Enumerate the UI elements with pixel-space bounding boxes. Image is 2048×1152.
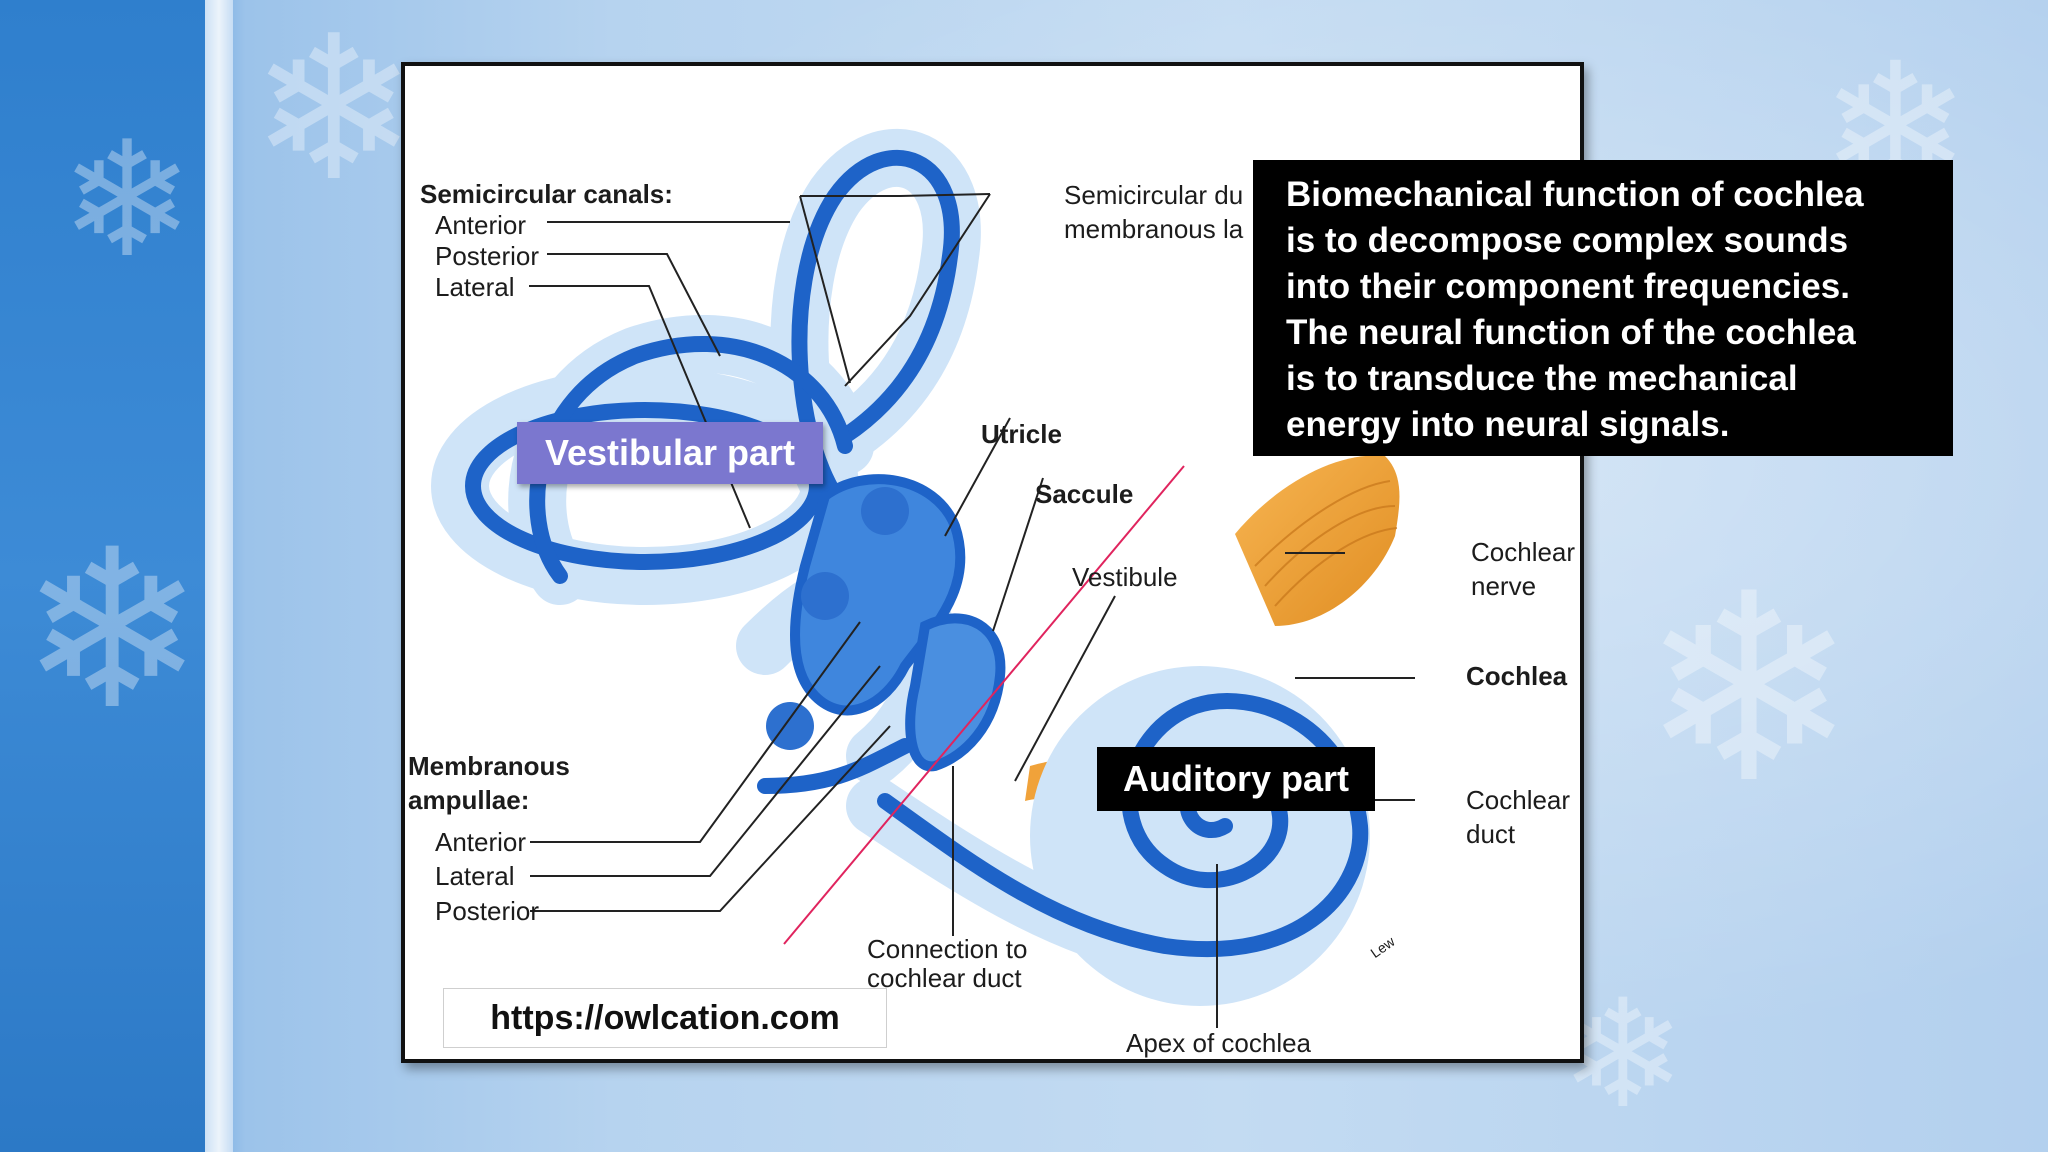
snowflake-icon: ❄: [20, 502, 205, 758]
background-left-band: [0, 0, 205, 1152]
label-semicircular-duct-1: Semicircular du: [1064, 180, 1244, 210]
label-canal-lateral: Lateral: [435, 272, 515, 302]
ampulla-lateral-shape: [801, 572, 849, 620]
label-canal-anterior: Anterior: [435, 210, 527, 240]
callout-line: Biomechanical function of cochlea: [1286, 175, 1864, 214]
label-utricle: Utricle: [981, 419, 1062, 449]
source-url: https://owlcation.com: [443, 988, 887, 1048]
cochlea-function-callout: Biomechanical function of cochlea is to …: [1253, 160, 1953, 456]
label-ampulla-anterior: Anterior: [435, 827, 527, 857]
utricle-saccule-body: [790, 474, 966, 716]
label-connection-1: Connection to: [867, 934, 1028, 964]
label-cochlea: Cochlea: [1466, 661, 1568, 691]
snowflake-icon: ❄: [1640, 539, 1858, 841]
cochlear-nerve-shape: [1235, 455, 1400, 626]
label-saccule: Saccule: [1035, 479, 1134, 509]
label-vestibule: Vestibule: [1072, 562, 1178, 592]
label-membranous-ampullae-1: Membranous: [408, 751, 570, 781]
ampulla-anterior-shape: [861, 487, 909, 535]
posterior-canal-duct: [529, 336, 853, 584]
inner-ear-diagram: Semicircular canals: Anterior Posterior …: [401, 62, 1584, 1063]
label-semicircular-canals: Semicircular canals:: [420, 179, 673, 209]
auditory-part-label: Auditory part: [1097, 747, 1375, 811]
label-membranous-ampullae-2: ampullae:: [408, 785, 530, 815]
anterior-canal-duct: [791, 149, 960, 534]
label-cochlear-duct-1: Cochlear: [1466, 785, 1571, 815]
background-light-stripe: [205, 0, 233, 1152]
saccule-shape: [905, 613, 1006, 772]
callout-line: into their component frequencies.: [1286, 267, 1850, 306]
callout-line: The neural function of the cochlea: [1286, 313, 1856, 352]
label-semicircular-duct-2: membranous la: [1064, 214, 1244, 244]
label-apex-of-cochlea: Apex of cochlea: [1126, 1028, 1312, 1058]
label-ampulla-lateral: Lateral: [435, 861, 515, 891]
vestibular-part-label: Vestibular part: [517, 422, 823, 484]
label-ampulla-posterior: Posterior: [435, 896, 540, 926]
callout-line: energy into neural signals.: [1286, 405, 1730, 444]
ampulla-posterior-shape: [766, 702, 814, 750]
label-connection-2: cochlear duct: [867, 963, 1022, 993]
vestibular-auditory-divider: [783, 465, 1185, 945]
label-cochlear-nerve-2: nerve: [1471, 571, 1537, 601]
lateral-canal-duct: [465, 402, 825, 570]
snowflake-icon: ❄: [60, 106, 195, 293]
callout-line: is to decompose complex sounds: [1286, 221, 1849, 260]
label-cochlear-duct-2: duct: [1466, 819, 1516, 849]
label-canal-posterior: Posterior: [435, 241, 540, 271]
snowflake-icon: ❄: [250, 0, 418, 226]
label-cochlear-nerve-1: Cochlear: [1471, 537, 1576, 567]
callout-line: is to transduce the mechanical: [1286, 359, 1798, 398]
